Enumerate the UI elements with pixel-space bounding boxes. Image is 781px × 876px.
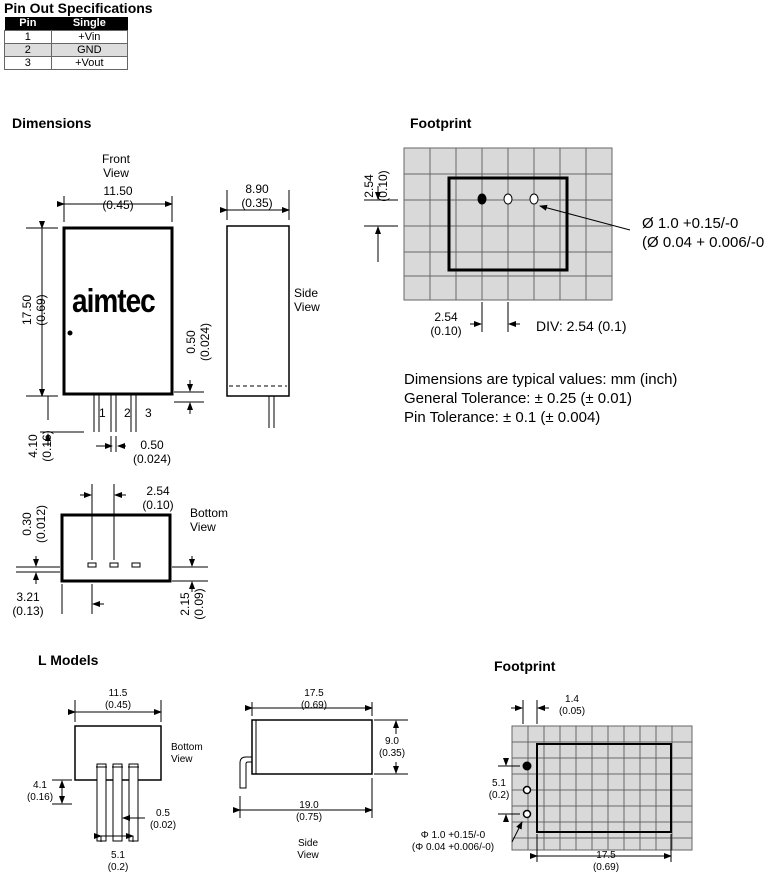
bottom-pitch-dim: 2.54 (0.10) xyxy=(142,484,174,512)
front-view-body xyxy=(62,226,174,396)
pin-label-1: 1 xyxy=(99,406,106,420)
lmodels-overall-dim: 19.0 (0.75) xyxy=(295,800,323,823)
lmodels-pin-len-dim: 4.1 (0.16) xyxy=(26,780,54,803)
side-view-label: Side View xyxy=(294,286,320,314)
pinout-cell: GND xyxy=(50,43,129,57)
bottom-view-label: Bottom View xyxy=(190,506,229,534)
front-width-dim: 11.50 (0.45) xyxy=(102,184,134,212)
footprint2-grid xyxy=(511,725,693,851)
pinout-cell: 3 xyxy=(4,56,52,70)
footprint-pitch-h: 2.54 (0.10) xyxy=(430,310,462,338)
pinout-cell: +Vout xyxy=(50,56,129,70)
bottom-height-dim: 2.15 (0.09) xyxy=(178,588,206,620)
front-height-dim: 17.50 (0.69) xyxy=(20,294,48,326)
footprint-pitch-v: 2.54 (0.10) xyxy=(362,170,390,202)
table-row: 2 GND xyxy=(4,43,129,57)
lmodels-length-dim: 17.5 (0.69) xyxy=(300,688,328,711)
lmodels-pitch-dim: 5.1 (0.2) xyxy=(107,850,129,873)
pin-width-dim: 0.50 (0.024) xyxy=(132,438,172,466)
pin-length-dim: 4.10 (0.16) xyxy=(26,430,54,462)
brand-logo: aimtec xyxy=(72,281,156,319)
lmodels-side-view-label: Side View xyxy=(297,838,319,861)
footprint2-length-dim: 17.5 (0.69) xyxy=(592,850,620,873)
pin-gap-dim: 0.50 (0.024) xyxy=(184,322,212,362)
lmodels-title: L Models xyxy=(38,652,99,668)
footprint2-title: Footprint xyxy=(494,658,556,674)
pinout-cell: 2 xyxy=(4,43,52,57)
bottom-offset-dim: 3.21 (0.13) xyxy=(12,590,44,618)
bottom-view-body xyxy=(60,513,172,583)
pin-label-3: 3 xyxy=(145,406,152,420)
pinout-title: Pin Out Specifications xyxy=(4,0,153,16)
footprint2-hole-dim: Φ 1.0 +0.15/-0 (Φ 0.04 +0.006/-0) xyxy=(411,830,495,853)
table-row: 3 +Vout xyxy=(4,56,129,70)
footprint2-offset-dim: 1.4 (0.05) xyxy=(558,694,586,717)
note-pin-tolerance: Pin Tolerance: ± 0.1 (± 0.004) xyxy=(404,409,601,426)
pin-label-2: 2 xyxy=(124,406,131,420)
bottom-depth-dim: 0.30 (0.012) xyxy=(20,504,48,544)
pinout-header-pin: Pin xyxy=(4,17,52,31)
pinout-header-single: Single xyxy=(51,17,128,31)
note-dimensions: Dimensions are typical values: mm (inch) xyxy=(404,371,678,388)
footprint-title: Footprint xyxy=(410,115,472,131)
note-general-tolerance: General Tolerance: ± 0.25 (± 0.01) xyxy=(404,390,632,407)
lmodels-bottom-view-label: Bottom View xyxy=(171,742,203,765)
lmodels-pin-w-dim: 0.5 (0.02) xyxy=(149,808,177,831)
dimensions-title: Dimensions xyxy=(12,115,92,131)
footprint2-pitch-dim: 5.1 (0.2) xyxy=(488,778,510,801)
lmodels-height-dim: 9.0 (0.35) xyxy=(378,736,406,759)
front-view-label: Front View xyxy=(101,152,130,180)
footprint-hole-inch: (Ø 0.04 + 0.006/-0 xyxy=(642,234,765,251)
footprint-hole-dim: Ø 1.0 +0.15/-0 xyxy=(642,215,739,232)
lmodels-width-dim: 11.5 (0.45) xyxy=(104,688,132,711)
footprint-div: DIV: 2.54 (0.1) xyxy=(536,318,627,334)
side-view-body xyxy=(226,225,290,397)
footprint-grid xyxy=(403,147,613,301)
side-width-dim: 8.90 (0.35) xyxy=(241,182,273,210)
pinout-table: Pin Single 1 +Vin 2 GND 3 +Vout xyxy=(4,17,129,70)
